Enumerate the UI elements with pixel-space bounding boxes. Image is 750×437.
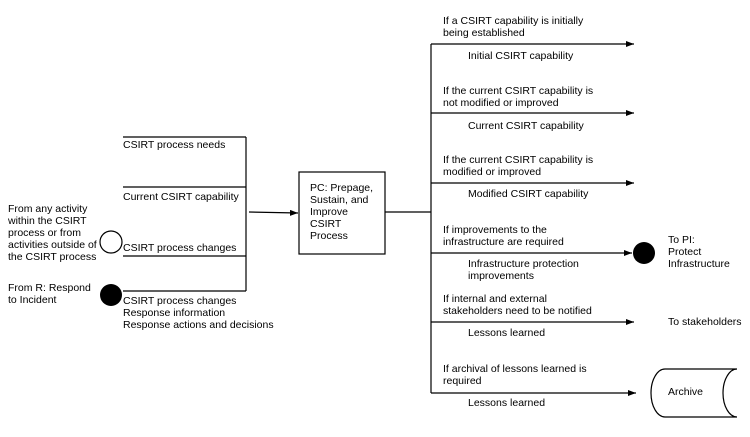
output-condition-modified: If the current CSIRT capability is modif… [443, 154, 594, 178]
process-box [298, 171, 386, 255]
output-condition-stakeholders: If internal and external stakeholders ne… [443, 293, 592, 317]
output-label-current: Current CSIRT capability [468, 120, 584, 132]
output-label-initial: Initial CSIRT capability [468, 50, 574, 62]
output-condition-current: If the current CSIRT capability is not m… [443, 85, 594, 109]
output-condition-infrastructure: If improvements to the infrastructure ar… [443, 224, 564, 248]
destination-label-pi: To PI: Protect Infrastructure [668, 234, 730, 270]
input-label-process-needs: CSIRT process needs [123, 139, 226, 151]
source-circle-respond [100, 284, 122, 306]
archive-storage-shape [650, 368, 738, 418]
destination-label-archive: Archive [668, 386, 704, 398]
output-label-archive: Lessons learned [468, 397, 546, 409]
output-label-infrastructure: Infrastructure protection improvements [468, 258, 579, 282]
input-label-process-changes: CSIRT process changes [123, 242, 237, 254]
output-condition-initial: If a CSIRT capability is initially being… [443, 15, 584, 39]
source-label-respond: From R: Respond to Incident [8, 282, 91, 306]
output-condition-archive: If archival of lessons learned is requir… [443, 363, 587, 387]
output-label-modified: Modified CSIRT capability [468, 188, 589, 200]
destination-label-stakeholders: To stakeholders [668, 316, 742, 328]
input-arrow [248, 209, 299, 216]
input-label-from-respond: CSIRT process changes Response informati… [123, 295, 274, 331]
process-box-label: PC: Prepage, Sustain, and Improve CSIRT … [310, 182, 374, 242]
input-label-current-capability: Current CSIRT capability [123, 191, 239, 203]
source-circle-open [99, 230, 123, 254]
output-label-stakeholders: Lessons learned [468, 327, 546, 339]
destination-circle-pi [633, 242, 655, 264]
source-label-any-activity: From any activity within the CSIRT proce… [8, 203, 97, 263]
